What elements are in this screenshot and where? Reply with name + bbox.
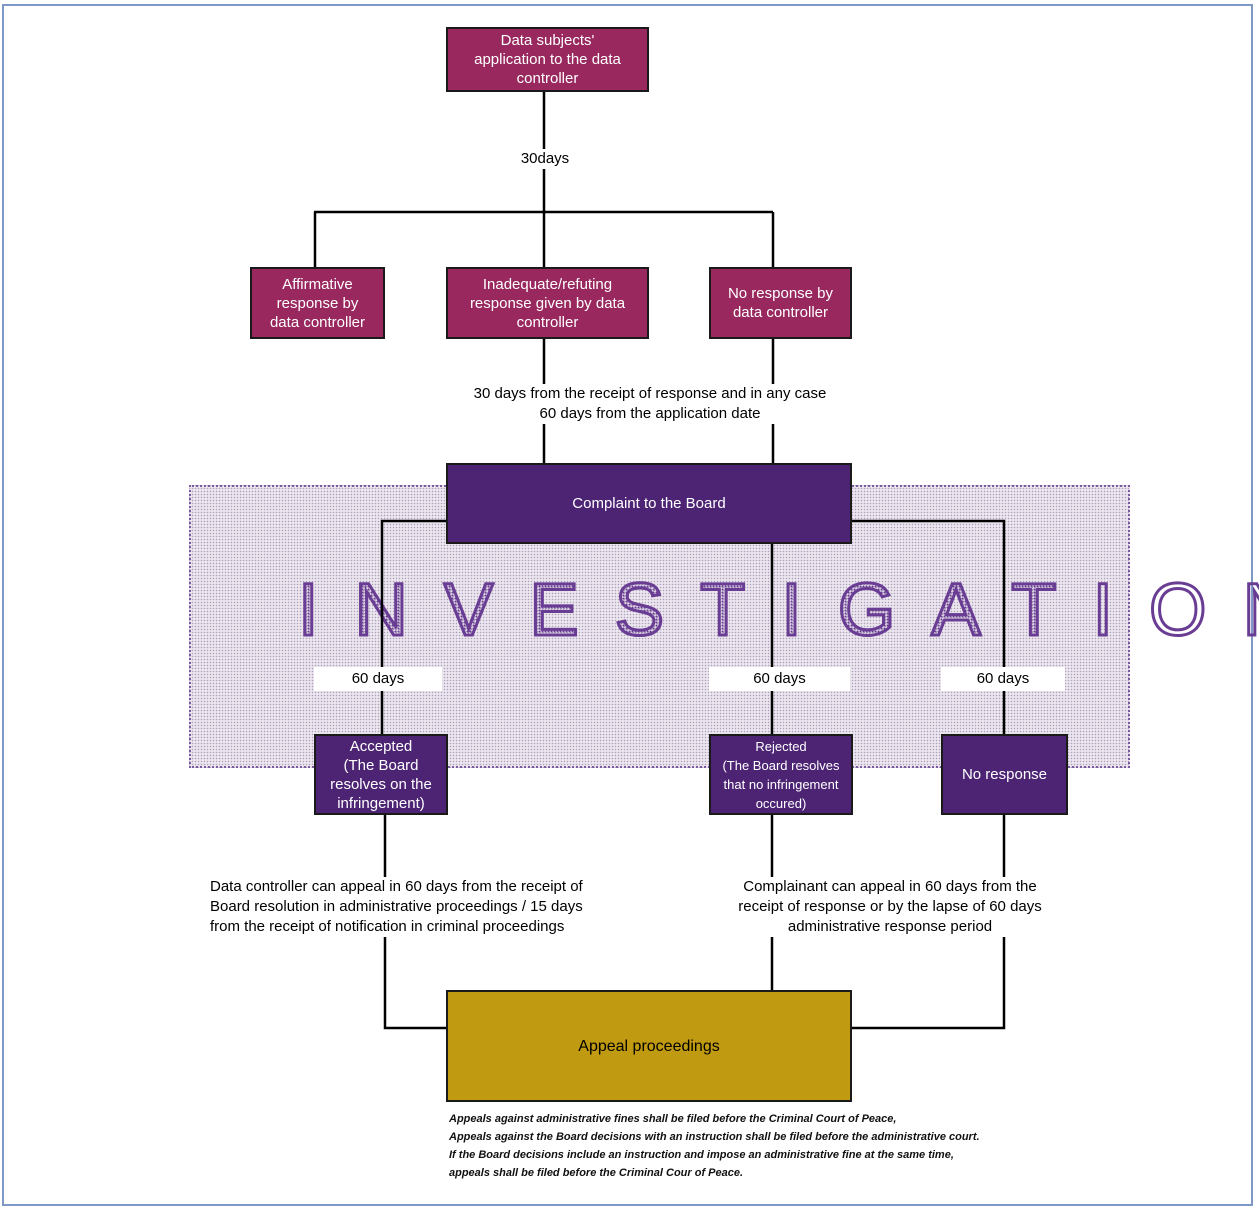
application-box-label: Data subjects' application to the data c… [474,32,621,87]
connector-complaint-to-accepted [380,519,447,734]
label-complainant-appeal: Complainant can appeal in 60 days from t… [705,877,1075,937]
complaint-box-label: Complaint to the Board [572,495,726,512]
day-pill-accepted: 60 days [314,667,442,691]
day-pill-rejected: 60 days [709,667,850,691]
connector-complaint-to-noresponse [851,519,1006,734]
affirmative-response-label: Affirmative response by data controller [269,275,366,331]
rejected-box: Rejected (The Board resolves that no inf… [709,734,853,815]
accepted-box: Accepted (The Board resolves on the infr… [314,734,448,815]
complaint-box: Complaint to the Board [446,463,852,544]
appeal-proceedings-box: Appeal proceedings [446,990,852,1102]
footnote-text: Appeals against administrative fines sha… [449,1113,980,1179]
application-box: Data subjects' application to the data c… [446,27,649,92]
inadequate-response-label: Inadequate/refuting response given by da… [469,275,626,331]
rejected-box-label: Rejected (The Board resolves that no inf… [722,738,840,811]
no-response-board-label: No response [961,766,1048,783]
no-response-controller-box: No response by data controller [709,267,852,339]
label-complaint-deadline: 30 days from the receipt of response and… [430,384,870,424]
label-controller-appeal: Data controller can appeal in 60 days fr… [200,877,650,937]
appeal-proceedings-label: Appeal proceedings [578,1037,720,1055]
day-pill-no-response: 60 days [941,667,1065,691]
label-30days: 30days [500,149,590,169]
inadequate-response-box: Inadequate/refuting response given by da… [446,267,649,339]
no-response-controller-label: No response by data controller [727,285,834,321]
accepted-box-label: Accepted (The Board resolves on the infr… [330,737,432,812]
no-response-board-box: No response [941,734,1068,815]
affirmative-response-box: Affirmative response by data controller [250,267,385,339]
